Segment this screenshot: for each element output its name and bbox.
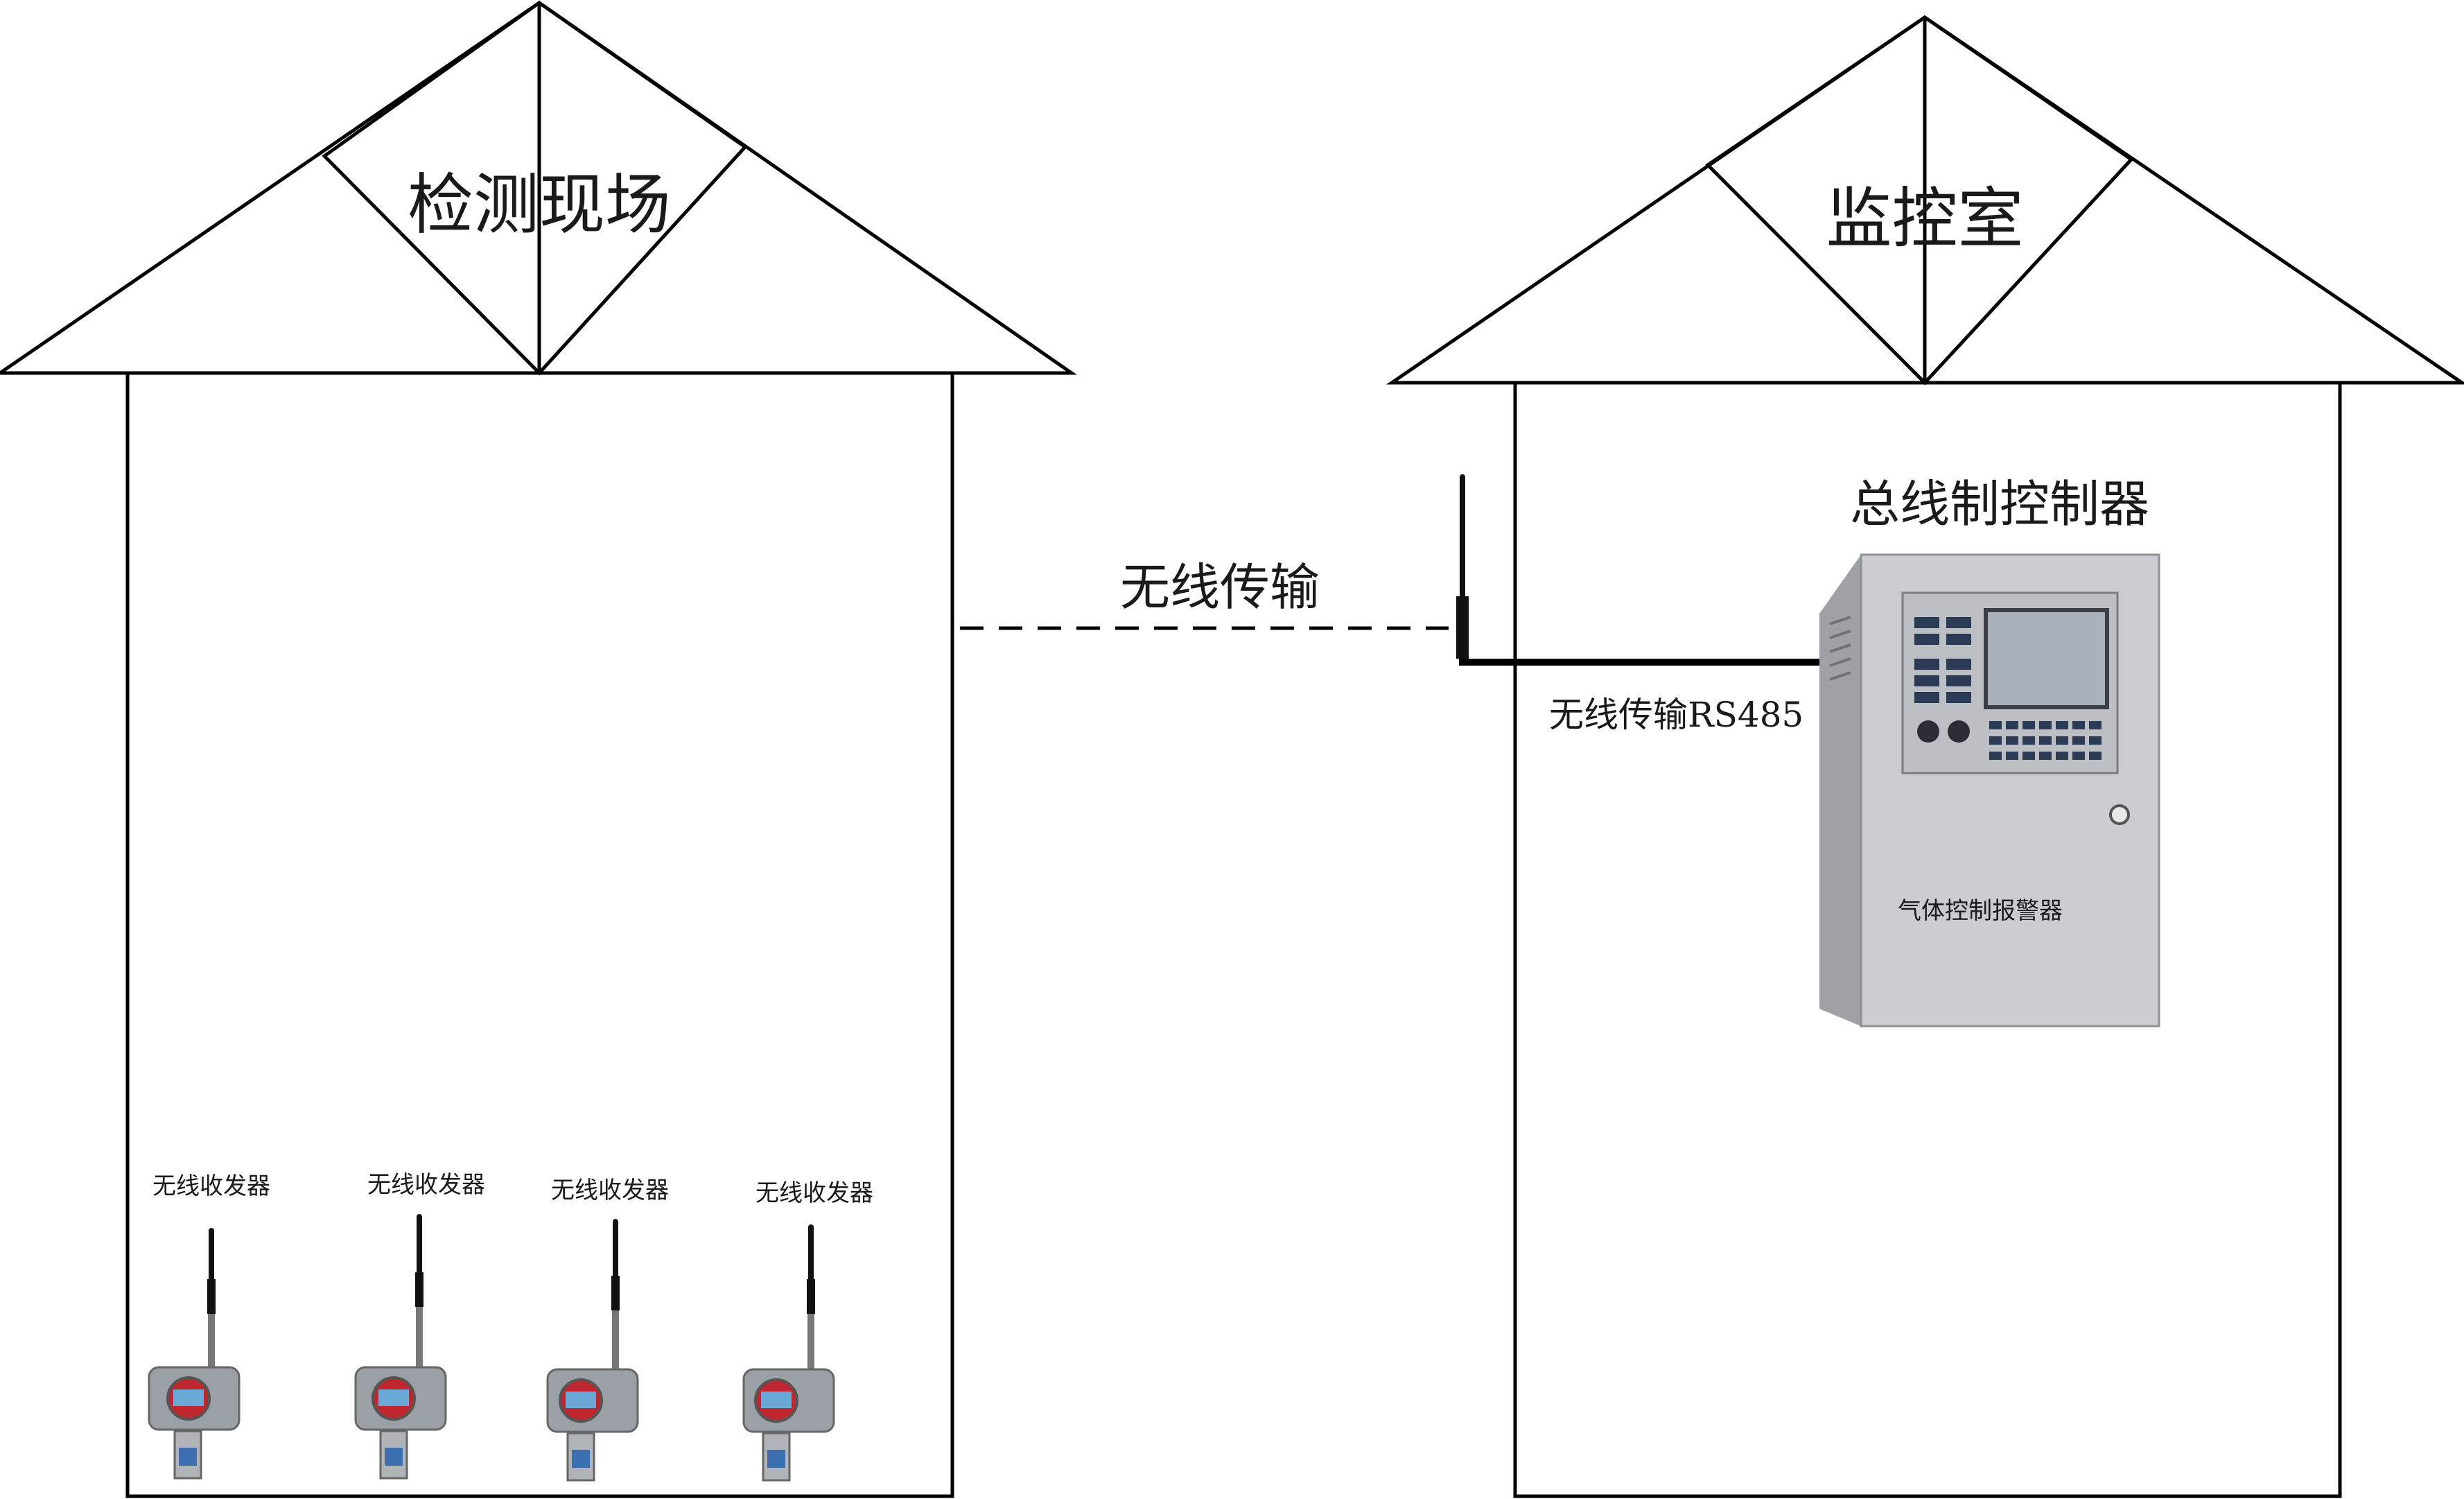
controller-side-panel [1819,555,1861,1026]
left-roof-label: 检测现场 [408,167,671,243]
controller-panel-caption: 气体控制报警器 [1898,897,2063,925]
rs485-label: 无线传输RS485 [1549,695,1803,735]
left-house: 检测现场 [0,0,1077,1498]
antenna-base [1456,596,1469,659]
lock-icon [2109,804,2130,825]
left-roof-inner-diamond [322,0,748,376]
wireless-link-label: 无线传输 [1120,558,1320,616]
transceiver-label: 无线收发器 [367,1171,485,1199]
controller-title: 总线制控制器 [1850,475,2149,533]
right-house: 监控室 [1386,15,2464,1498]
right-house-body [1513,381,2342,1498]
indicator-knob-2 [1948,720,1970,743]
controller-unit: 总线制控制器 [1819,475,2160,1028]
transceiver-label: 无线收发器 [551,1177,669,1204]
transceiver-1: 无线收发器 [148,1172,270,1480]
keypad [1989,721,2102,760]
indicator-knob-1 [1917,720,1939,743]
transceiver-2: 无线收发器 [354,1171,485,1480]
right-roof-inner-diamond [1705,15,2134,385]
controller-antenna: 无线传输RS485 [1456,474,1821,735]
transceiver-4: 无线收发器 [742,1179,873,1482]
left-house-body [125,371,954,1498]
controller-screen [1984,608,2109,709]
transceiver-label: 无线收发器 [755,1179,873,1207]
transceiver-group: 无线收发器 无线收发器 无线收发器 [148,1171,873,1482]
function-buttons [1914,617,1971,703]
rs485-cable [1459,659,1821,666]
transceiver-3: 无线收发器 [546,1177,669,1482]
wireless-link: 无线传输 [960,558,1449,630]
transceiver-label: 无线收发器 [152,1172,270,1200]
right-roof-label: 监控室 [1826,181,2023,257]
vent-slots [1829,616,1851,681]
